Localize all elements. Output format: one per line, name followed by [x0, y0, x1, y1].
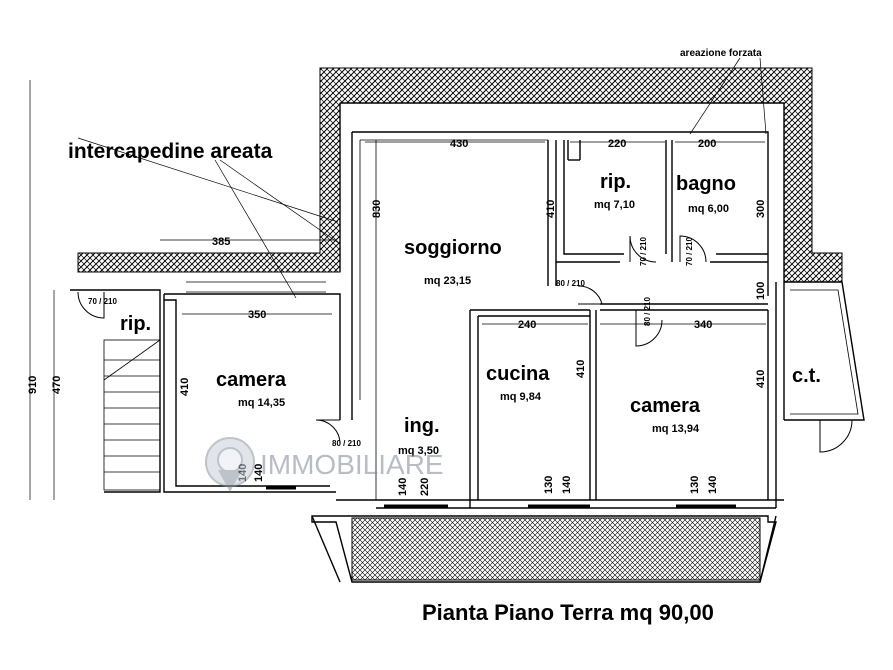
room-ct-name: c.t.	[792, 365, 821, 387]
dim-100: 100	[755, 282, 767, 300]
dim-140-b: 140	[561, 476, 573, 494]
dimension-lines	[29, 57, 767, 500]
dim-340: 340	[694, 319, 712, 331]
room-ingresso-area: mq 3,50	[398, 445, 439, 457]
room-cucina-area: mq 9,84	[500, 391, 542, 403]
plan-title: Pianta Piano Terra mq 90,00	[422, 600, 714, 625]
door-label-70-210-c: 70 / 210	[685, 237, 694, 266]
watermark-logo: IMMOBILIARE	[205, 437, 444, 492]
dim-200: 200	[698, 138, 716, 150]
room-bagno-area: mq 6,00	[688, 203, 729, 215]
door-label-80-210-c: 80 / 210	[643, 297, 652, 326]
dim-130-b: 130	[689, 476, 701, 494]
door-label-70-210: 70 / 210	[88, 297, 117, 306]
room-soggiorno-name: soggiorno	[404, 237, 502, 259]
front-terrace	[311, 515, 777, 583]
forced-air-label: areazione forzata	[680, 48, 762, 59]
dim-240: 240	[518, 319, 536, 331]
dim-300: 300	[755, 200, 767, 218]
dim-130-a: 130	[543, 476, 555, 494]
room-camera-right-area: mq 13,94	[652, 423, 700, 435]
air-gap-label: intercapedine areata	[68, 140, 273, 163]
dim-430: 430	[450, 138, 468, 150]
room-camera-left-area: mq 14,35	[238, 397, 285, 409]
room-ingresso-name: ing.	[404, 415, 440, 437]
dim-410-left: 410	[179, 378, 191, 396]
dim-220: 220	[608, 138, 626, 150]
dim-410-upper: 410	[545, 200, 557, 218]
door-label-80-210-a: 80 / 210	[332, 439, 361, 448]
room-rip-left-name: rip.	[120, 313, 151, 335]
dim-410-camera: 410	[755, 370, 767, 388]
dim-220-b: 220	[419, 478, 431, 496]
room-bagno-name: bagno	[676, 173, 736, 195]
dim-410-cucina: 410	[575, 360, 587, 378]
dim-385: 385	[212, 236, 230, 248]
dim-470: 470	[51, 376, 63, 394]
dim-350: 350	[248, 309, 266, 321]
room-camera-left-name: camera	[216, 369, 287, 391]
door-label-80-210-b: 80 / 210	[556, 279, 585, 288]
doors	[77, 235, 853, 453]
door-label-70-210-b: 70 / 210	[639, 237, 648, 266]
room-cucina-name: cucina	[486, 363, 550, 385]
building-walls	[70, 102, 865, 509]
dim-140-d: 140	[253, 464, 265, 482]
dim-140-c: 140	[707, 476, 719, 494]
watermark-text: IMMOBILIARE	[260, 449, 444, 480]
dim-910: 910	[27, 376, 39, 394]
room-camera-right-name: camera	[630, 395, 701, 417]
room-soggiorno-area: mq 23,15	[424, 275, 471, 287]
room-rip-upper-area: mq 7,10	[594, 199, 635, 211]
room-rip-upper-name: rip.	[600, 171, 631, 193]
dim-140-a: 140	[397, 478, 409, 496]
dim-830: 830	[371, 200, 383, 218]
